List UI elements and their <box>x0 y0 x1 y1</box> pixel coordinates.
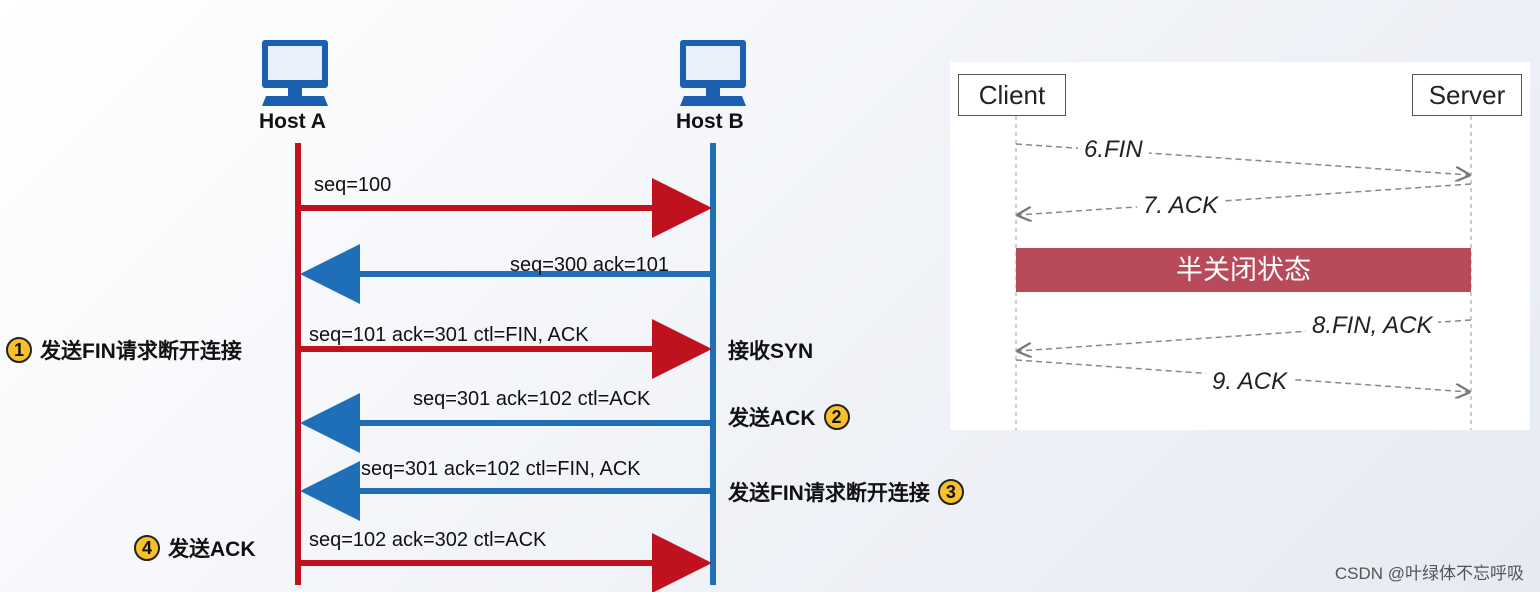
host-a-label: Host A <box>259 110 326 133</box>
step-badge: 1 <box>6 337 32 363</box>
panel-arrow-client-to-server <box>1015 359 1469 392</box>
step-text: 接收SYN <box>728 340 814 363</box>
message-label: seq=100 <box>314 174 392 196</box>
panel-message: 6.FIN <box>1078 136 1149 164</box>
panel-message: 9. ACK <box>1206 368 1294 396</box>
receive-annotation: 接收SYN <box>728 335 813 365</box>
step4-annotation: 4 发送ACK <box>134 533 256 563</box>
step-text: 发送ACK <box>168 538 256 561</box>
client-box: Client <box>958 74 1066 116</box>
message-label: seq=102 ack=302 ctl=ACK <box>309 529 547 551</box>
step3-annotation: 发送FIN请求断开连接 3 <box>728 477 964 507</box>
watermark: CSDN @叶绿体不忘呼吸 <box>1334 564 1524 583</box>
step-badge: 2 <box>823 404 850 430</box>
step2-annotation: 发送ACK 2 <box>728 402 850 432</box>
half-close-state-bar: 半关闭状态 <box>1016 248 1471 292</box>
step1-annotation: 1 发送FIN请求断开连接 <box>6 335 242 365</box>
step-badge: 3 <box>937 479 964 505</box>
message-label: seq=300 ack=101 <box>510 254 670 276</box>
step-badge: 4 <box>134 535 160 561</box>
step-text: 发送FIN请求断开连接 <box>40 340 242 363</box>
panel-message: 7. ACK <box>1137 192 1225 220</box>
host-b-label: Host B <box>676 110 744 133</box>
panel-arrow-server-to-client <box>1018 183 1472 215</box>
step-text: 发送ACK <box>728 407 816 430</box>
panel-message: 8.FIN, ACK <box>1306 312 1439 340</box>
server-box: Server <box>1412 74 1522 116</box>
message-label: seq=301 ack=102 ctl=FIN, ACK <box>361 458 641 480</box>
message-label: seq=101 ack=301 ctl=FIN, ACK <box>309 324 589 346</box>
message-label: seq=301 ack=102 ctl=ACK <box>413 388 651 410</box>
step-text: 发送FIN请求断开连接 <box>728 482 930 505</box>
half-close-panel: Client Server 6.FIN 7. ACK 半关闭状态 8.FIN, … <box>950 62 1530 430</box>
computer-icon <box>680 40 746 106</box>
computer-icon <box>262 40 328 106</box>
